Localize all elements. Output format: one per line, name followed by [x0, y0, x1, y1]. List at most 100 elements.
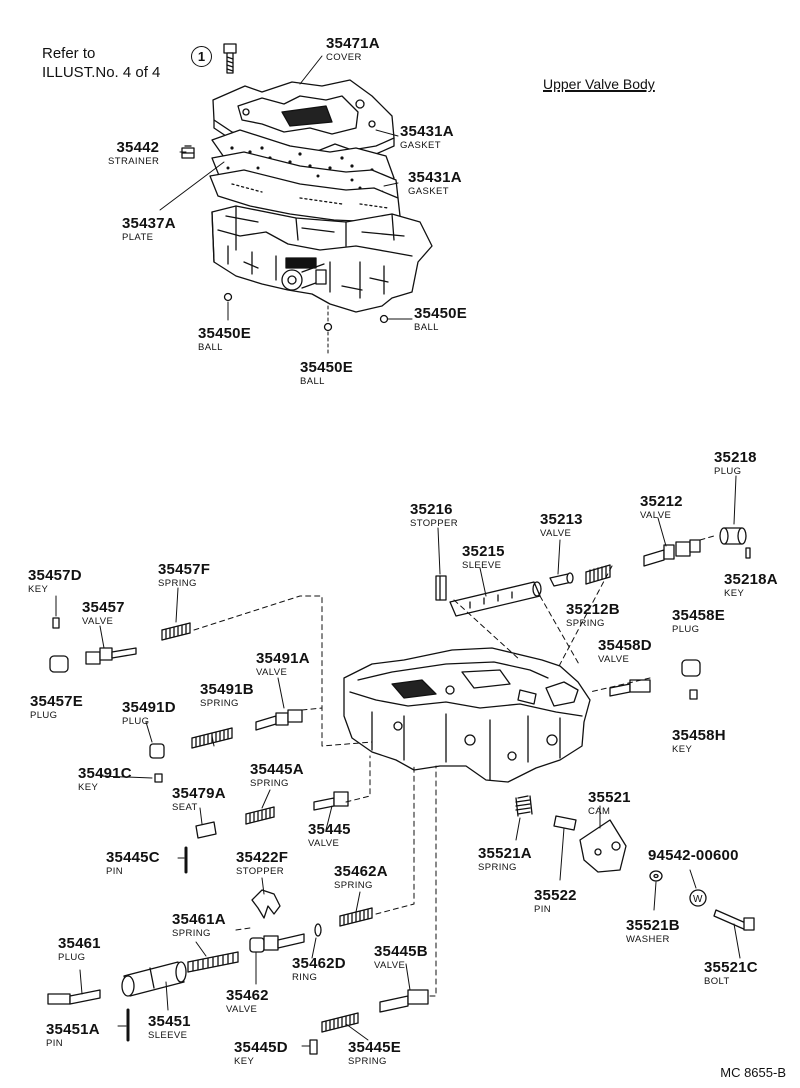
part-number: 35457F	[158, 561, 211, 578]
part-name: PLUG	[30, 710, 58, 721]
cam-35521-drawing	[579, 819, 627, 873]
part-number: 35462A	[334, 863, 388, 880]
part-number: 35521C	[704, 959, 758, 976]
part-name: PLUG	[714, 466, 742, 477]
part-name: SPRING	[158, 578, 197, 589]
part-number: 35491B	[200, 681, 254, 698]
part-name: VALVE	[308, 838, 340, 849]
part-number: 35216	[410, 501, 453, 518]
part-name: GASKET	[408, 186, 449, 197]
upper-valve-body-drawing	[211, 205, 433, 313]
pin-35522-drawing	[553, 815, 577, 831]
part-number: 35521B	[626, 917, 680, 934]
spring-35491B-drawing	[191, 727, 233, 749]
section-title: Upper Valve Body	[543, 76, 655, 92]
stopper-35216-drawing	[435, 575, 447, 601]
lower-leader-lines	[55, 475, 741, 1047]
part-number: 35437A	[122, 215, 176, 232]
plug-35491D-drawing	[149, 743, 165, 759]
part-number: 35522	[534, 887, 577, 904]
plug-35218-drawing	[719, 527, 747, 545]
part-name: BOLT	[704, 976, 730, 987]
part-number: 35491C	[78, 765, 132, 782]
part-number: 35450E	[198, 325, 251, 342]
part-name: STOPPER	[236, 866, 285, 877]
stopper-35422F-drawing	[251, 889, 281, 919]
part-name: PLUG	[122, 716, 150, 727]
part-number: 35521A	[478, 845, 532, 862]
valve-35212-drawing	[643, 539, 701, 567]
spring-35457F-drawing	[161, 622, 191, 641]
part-number: 35457E	[30, 693, 83, 710]
part-name: SLEEVE	[148, 1030, 188, 1041]
part-number: 35461A	[172, 911, 226, 928]
part-name: PIN	[534, 904, 552, 915]
part-number: 94542-00600	[648, 847, 739, 864]
part-name: VALVE	[598, 654, 630, 665]
spring-35445E-drawing	[321, 1012, 359, 1033]
part-name: PLUG	[58, 952, 86, 963]
valve-35457-drawing	[85, 647, 137, 665]
part-name: SPRING	[478, 862, 517, 873]
part-name: KEY	[28, 584, 49, 595]
part-name: VALVE	[374, 960, 406, 971]
valve-35491A-drawing	[255, 709, 303, 731]
key-35445D-drawing	[309, 1039, 318, 1055]
spring-35521A-drawing	[515, 795, 533, 817]
part-name: VALVE	[82, 616, 114, 627]
part-number: 35218A	[724, 571, 778, 588]
part-name: GASKET	[400, 140, 441, 151]
part-number: 35462D	[292, 955, 346, 972]
part-name: SPRING	[348, 1056, 387, 1067]
lower-valve-body-drawing	[343, 647, 591, 783]
plug-35461-drawing	[47, 989, 101, 1005]
part-number: 35445E	[348, 1039, 401, 1056]
part-number: 35445A	[250, 761, 304, 778]
key-35458H-drawing	[689, 689, 698, 700]
part-number: 35212B	[566, 601, 620, 618]
key-35457D-drawing	[52, 617, 60, 629]
valve-35458D-drawing	[609, 679, 651, 697]
key-35491C-drawing	[154, 773, 163, 783]
key-35218A-drawing	[745, 547, 751, 559]
part-name: SPRING	[250, 778, 289, 789]
reference-bolt-drawing	[223, 43, 237, 74]
part-number: 35445C	[106, 849, 160, 866]
part-number: 35457D	[28, 567, 82, 584]
part-number: 35457	[82, 599, 125, 616]
part-name: PLUG	[672, 624, 700, 635]
part-name: KEY	[724, 588, 745, 599]
refer-note: Refer to ILLUST.No. 4 of 4	[42, 44, 160, 82]
part-number: 35521	[588, 789, 631, 806]
part-name: SPRING	[200, 698, 239, 709]
sleeve-35215-drawing	[449, 581, 542, 617]
part-number: 35215	[462, 543, 505, 560]
part-name: PLATE	[122, 232, 154, 243]
part-number: 35450E	[414, 305, 467, 322]
